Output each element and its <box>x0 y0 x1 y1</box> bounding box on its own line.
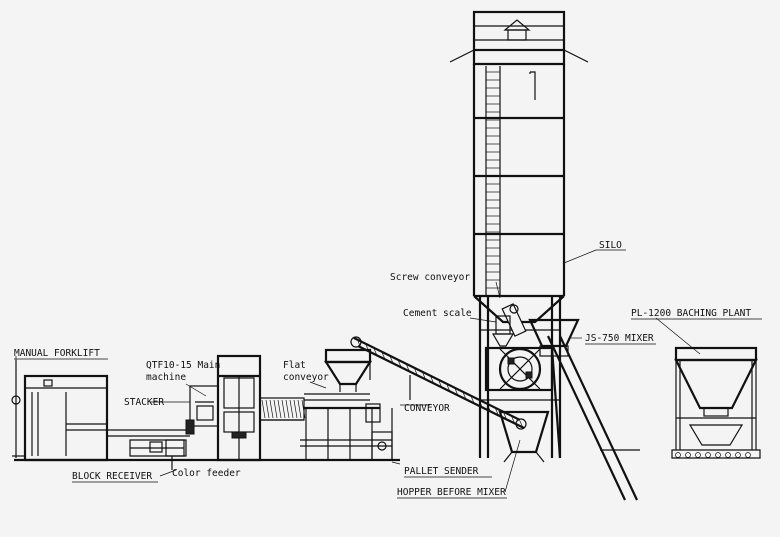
hatch-line <box>293 399 298 419</box>
label-cement-scale: Cement scale <box>403 308 472 319</box>
label-mixer: JS-750 MIXER <box>585 333 654 344</box>
label-conveyor: CONVEYOR <box>404 403 450 414</box>
pallet-rail <box>14 429 400 462</box>
main-machine <box>185 354 262 462</box>
belt-tick <box>422 372 427 381</box>
belt-tick <box>446 384 451 393</box>
belt-tick <box>390 356 394 365</box>
batching-plant <box>671 346 761 459</box>
conveyor <box>350 336 527 430</box>
belt-tick <box>462 392 467 401</box>
belt-tick <box>398 360 402 369</box>
label-flat-conveyor-1: Flat <box>283 360 306 371</box>
pallet-sender <box>371 431 393 461</box>
belt-tick <box>495 408 500 417</box>
belt-tick <box>438 380 443 389</box>
label-manual-forklift: MANUAL FORKLIFT <box>14 348 100 359</box>
base-wheel <box>705 452 711 458</box>
hatch-line <box>285 399 290 419</box>
hopper-before-mixer <box>498 410 550 463</box>
belt-tick <box>430 376 435 385</box>
belt-tick <box>414 368 419 377</box>
hatch-line <box>277 399 282 419</box>
feed-hopper <box>323 348 373 392</box>
cement-scale <box>491 315 515 347</box>
label-stacker: STACKER <box>124 397 164 408</box>
base-wheel <box>685 452 691 458</box>
hatch-line <box>273 399 278 419</box>
screw-conveyor <box>501 303 527 337</box>
label-underlines <box>14 318 762 499</box>
belt-tick <box>406 364 410 373</box>
base-wheel <box>725 452 731 458</box>
belt-tick <box>479 400 483 409</box>
belt-tick <box>519 420 524 429</box>
base-wheel <box>675 452 681 458</box>
label-silo: SILO <box>599 240 622 251</box>
base-wheel <box>715 452 721 458</box>
belt-tick <box>503 412 508 421</box>
belt-tick <box>471 396 475 405</box>
belt-tick <box>381 352 386 361</box>
color-feeder <box>165 439 187 470</box>
manual-forklift <box>11 360 26 458</box>
hatch-line <box>301 399 306 419</box>
hatch-line <box>269 399 274 419</box>
hatch-line <box>297 399 302 419</box>
silo <box>449 10 589 458</box>
block-receiver <box>129 439 185 457</box>
belt-tick <box>511 416 516 425</box>
skip-rail <box>547 335 640 501</box>
base-wheel <box>745 452 751 458</box>
hatch-line <box>289 399 294 419</box>
base-wheel <box>735 452 741 458</box>
hatch-line <box>281 399 286 419</box>
belt-tick <box>487 404 491 413</box>
label-flat-conveyor-2: conveyor <box>283 372 329 383</box>
base-wheel <box>695 452 701 458</box>
stacker <box>23 374 109 462</box>
belt-tick <box>373 348 378 357</box>
label-pallet-sender: PALLET SENDER <box>404 466 479 477</box>
label-hopper-before-mixer: HOPPER BEFORE MIXER <box>397 487 506 498</box>
belt-tick <box>454 388 459 397</box>
leader-lines <box>15 249 701 493</box>
label-main-machine-2: machine <box>146 372 186 383</box>
label-screw-conveyor: Screw conveyor <box>390 272 470 283</box>
hatch-line <box>261 399 266 419</box>
belt-tick <box>357 340 362 349</box>
label-main-machine-1: QTF10-15 Main <box>146 360 220 371</box>
js750-mixer <box>484 318 580 459</box>
label-block-receiver: BLOCK RECEIVER <box>72 471 152 482</box>
label-color-feeder: Color feeder <box>172 468 241 479</box>
label-batching-plant: PL-1200 BACHING PLANT <box>631 308 751 319</box>
hatch-line <box>265 399 270 419</box>
